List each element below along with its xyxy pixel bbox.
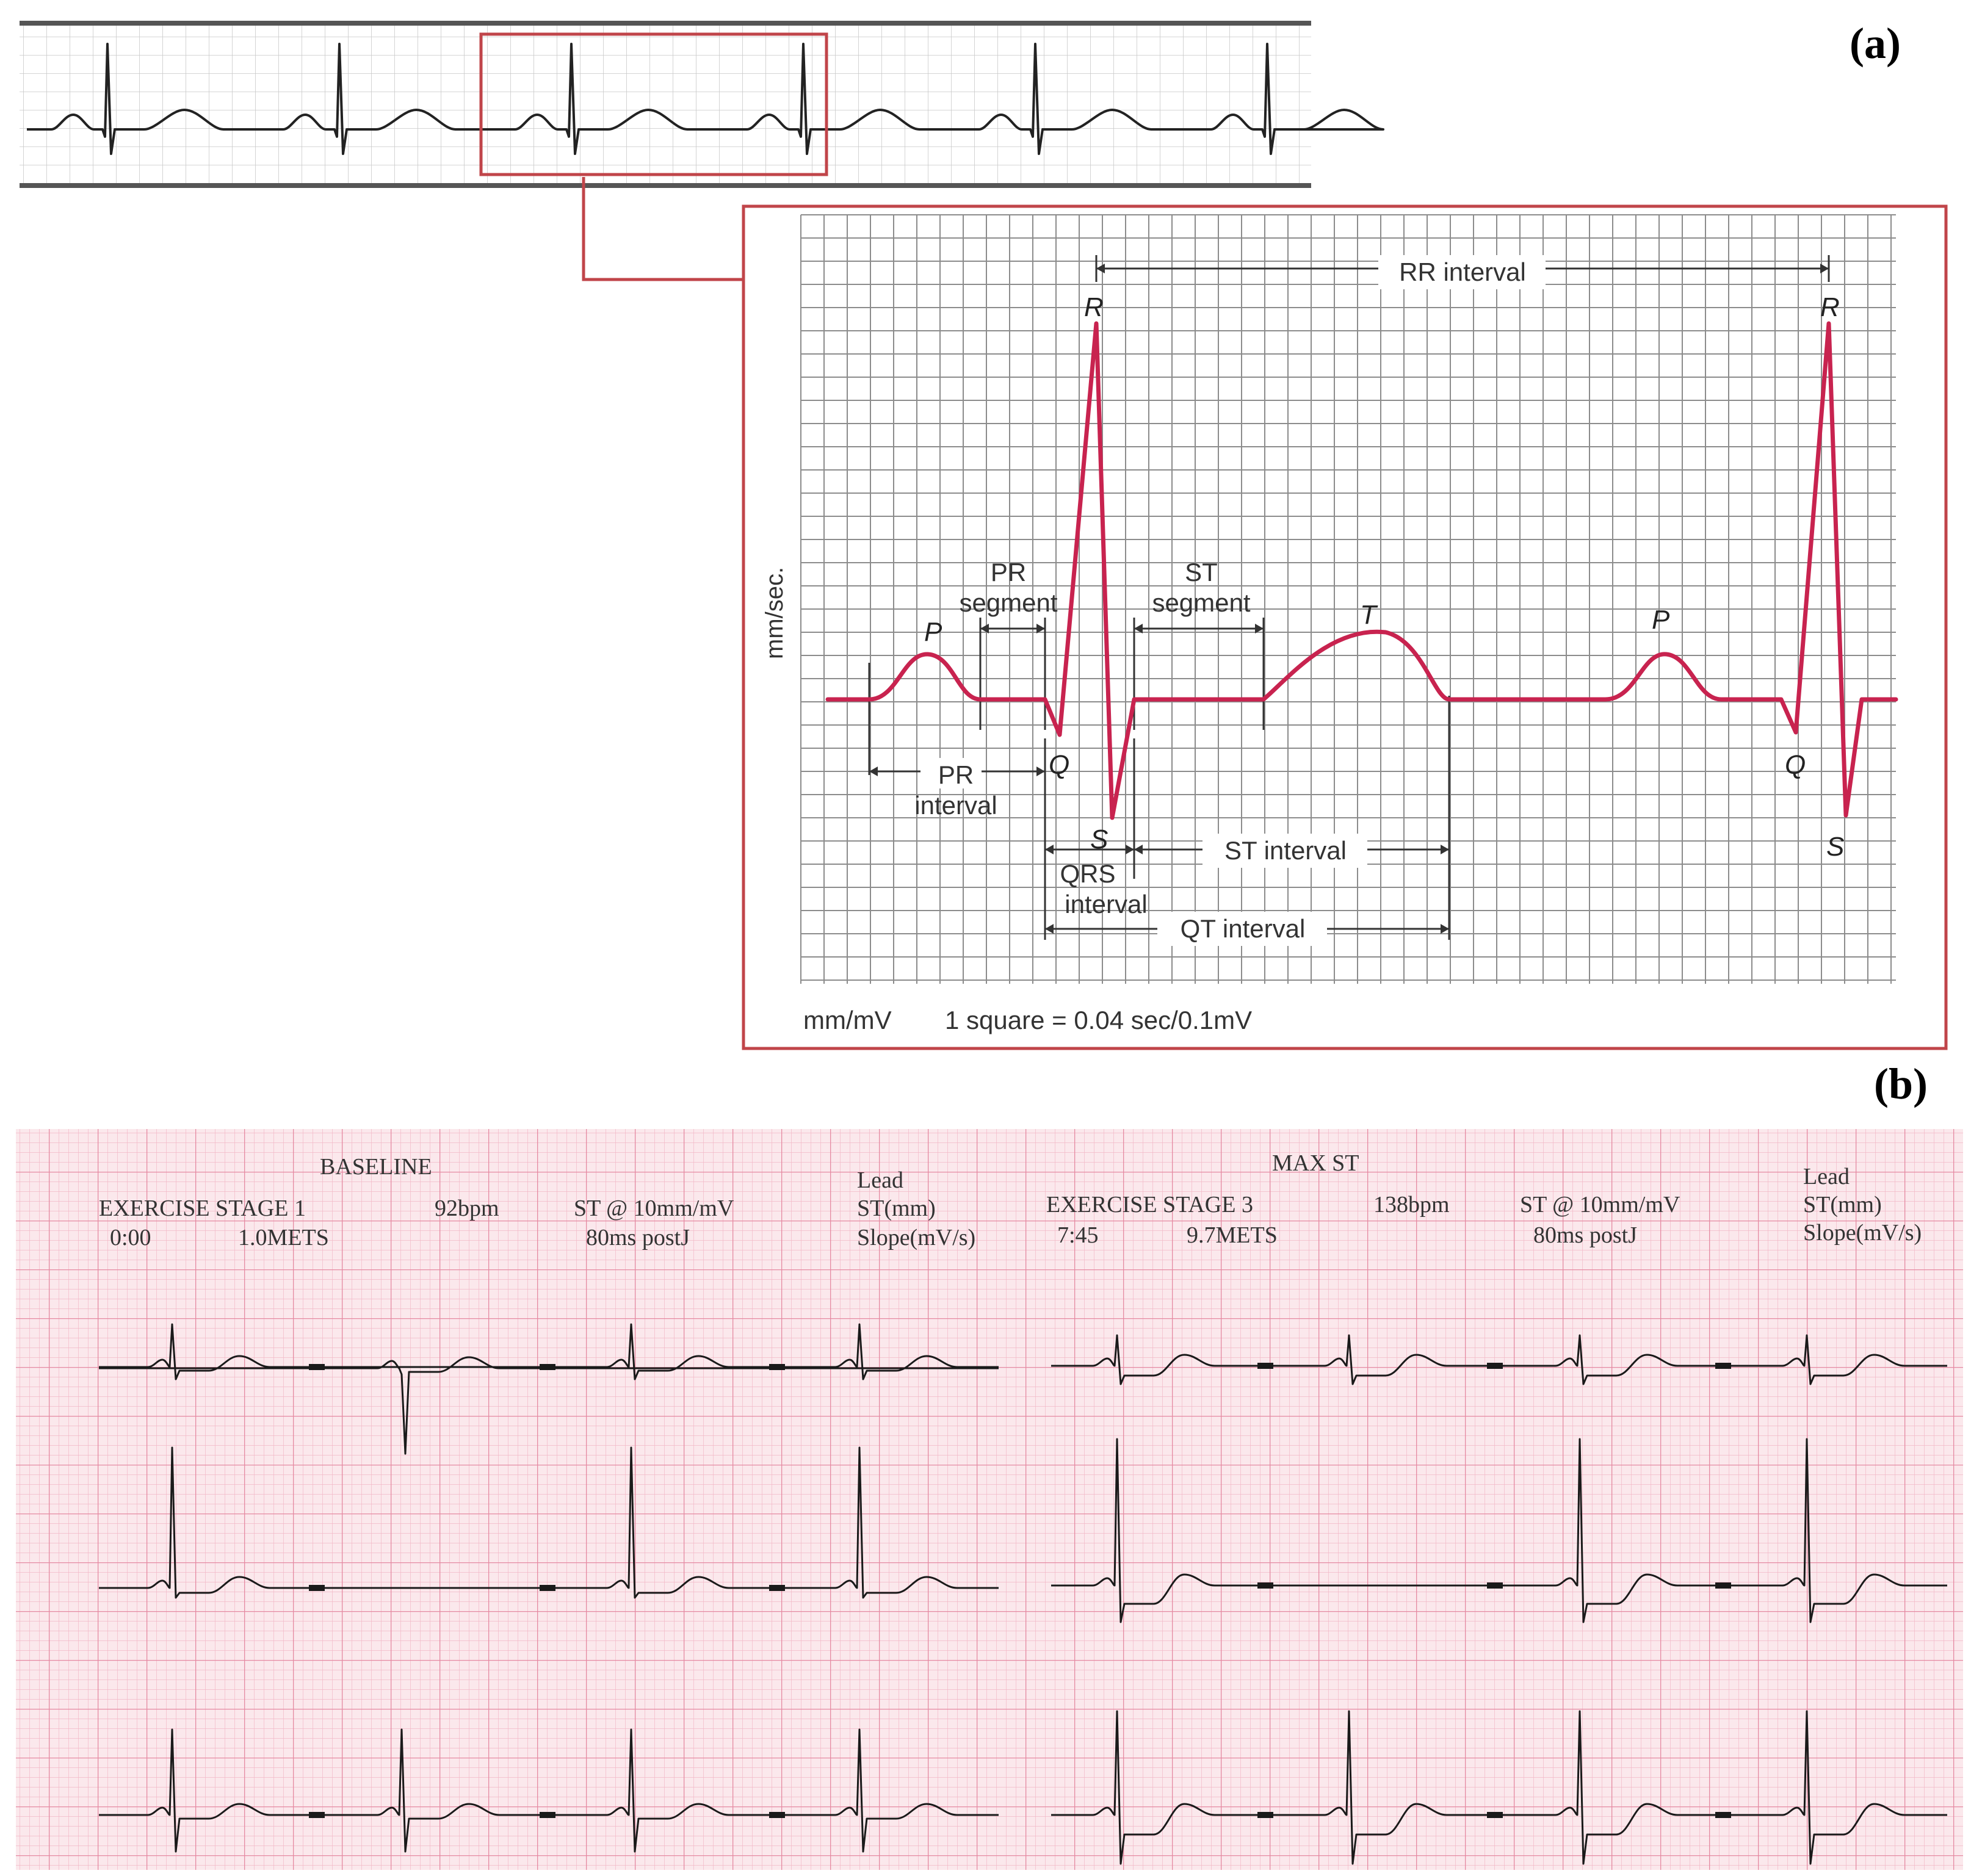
- lead-marker: [540, 1812, 555, 1818]
- zoom-connector: [582, 177, 743, 281]
- zoom-highlight-box: [479, 32, 828, 176]
- wave-label-t: T: [1360, 600, 1378, 630]
- wave-label-p2: P: [1652, 605, 1670, 635]
- lead-marker: [769, 1364, 785, 1370]
- qrs-interval-label-line1: QRS: [1060, 859, 1115, 888]
- baseline-title: BASELINE: [320, 1154, 432, 1180]
- st-segment-label-line1: ST: [1185, 558, 1218, 586]
- arrowhead: [1820, 264, 1829, 273]
- wave-label-r1: R: [1084, 292, 1104, 322]
- pr-interval-label-line2: interval: [914, 791, 997, 820]
- arrowhead: [1045, 924, 1054, 934]
- lead-marker: [1257, 1582, 1273, 1589]
- wave-label-s1: S: [1090, 824, 1108, 854]
- arrowhead: [1441, 924, 1449, 934]
- baseline-time: 0:00: [110, 1225, 151, 1250]
- lead-marker: [540, 1364, 555, 1370]
- waveform-diagram: P Q R S T P Q R S RR interval PR segment…: [742, 204, 1948, 1050]
- lead-marker: [1715, 1363, 1731, 1369]
- baseline-stage: EXERCISE STAGE 1: [99, 1196, 306, 1221]
- maxst-bpm: 138bpm: [1373, 1192, 1450, 1218]
- lead-marker: [1487, 1582, 1503, 1589]
- baseline-lead-2-trace: [99, 1446, 999, 1599]
- lead-marker: [1487, 1363, 1503, 1369]
- rr-interval-label: RR interval: [1399, 258, 1526, 286]
- arrowhead: [1045, 845, 1054, 854]
- footer-units-label: mm/mV: [803, 1006, 892, 1034]
- panel-label-a: (a): [1850, 19, 1901, 68]
- y-axis-label: mm/sec.: [761, 567, 788, 659]
- arrowhead: [1255, 624, 1264, 633]
- qt-interval-label: QT interval: [1181, 914, 1306, 943]
- lead-marker: [309, 1585, 325, 1591]
- maxst-stage: EXERCISE STAGE 3: [1046, 1192, 1253, 1218]
- wave-label-p1: P: [924, 617, 942, 647]
- baseline-st-postj: 80ms postJ: [586, 1225, 690, 1250]
- pr-segment-label-line1: PR: [991, 558, 1026, 586]
- baseline-st-setting: ST @ 10mm/mV: [574, 1196, 734, 1221]
- lead-marker: [309, 1364, 325, 1370]
- maxst-mets: 9.7METS: [1187, 1222, 1278, 1248]
- qrs-interval-label-line2: interval: [1065, 890, 1147, 918]
- rhythm-strip-trace: [27, 43, 1384, 155]
- baseline-lead-heading: Lead: [857, 1167, 903, 1193]
- lead-marker: [1487, 1812, 1503, 1818]
- arrowhead: [980, 624, 989, 633]
- pr-interval-label-line1: PR: [938, 760, 974, 789]
- maxst-lead-heading: Lead: [1803, 1164, 1850, 1189]
- maxst-st-mm-heading: ST(mm): [1803, 1192, 1882, 1218]
- baseline-st-mm-heading: ST(mm): [857, 1196, 936, 1221]
- maxst-time: 7:45: [1057, 1222, 1099, 1248]
- panel-label-b: (b): [1874, 1059, 1928, 1108]
- ecg-printout-traces: [99, 1323, 1947, 1865]
- maxst-st-setting: ST @ 10mm/mV: [1520, 1192, 1680, 1218]
- arrowhead: [1036, 624, 1045, 633]
- strip-ecg-trace: [27, 43, 1384, 155]
- baseline-lead-1-deflection: [99, 1356, 999, 1455]
- st-interval-label: ST interval: [1224, 836, 1347, 865]
- ecg-printout: BASELINE EXERCISE STAGE 1 0:00 1.0METS 9…: [16, 1129, 1963, 1870]
- arrowhead: [1036, 767, 1045, 776]
- baseline-bpm: 92bpm: [435, 1196, 499, 1221]
- footer-scale-label: 1 square = 0.04 sec/0.1mV: [945, 1006, 1252, 1034]
- lead-marker: [1715, 1582, 1731, 1589]
- maxst-title: MAX ST: [1272, 1150, 1359, 1176]
- baseline-lead-1-trace: [99, 1323, 999, 1380]
- arrowhead: [1134, 624, 1143, 633]
- wave-label-q1: Q: [1049, 750, 1069, 780]
- diagram-grid: [800, 214, 1896, 984]
- maxst-st-postj: 80ms postJ: [1533, 1222, 1637, 1248]
- lead-marker: [769, 1585, 785, 1591]
- lead-marker: [1715, 1812, 1731, 1818]
- lead-marker: [1257, 1363, 1273, 1369]
- arrowhead: [1441, 845, 1449, 854]
- lead-marker: [540, 1585, 555, 1591]
- baseline-slope-heading: Slope(mV/s): [857, 1225, 975, 1250]
- rhythm-strip: [20, 21, 1384, 188]
- arrowhead: [869, 767, 878, 776]
- maxst-slope-heading: Slope(mV/s): [1803, 1220, 1922, 1246]
- arrowhead: [1096, 264, 1105, 273]
- st-segment-label-line2: segment: [1152, 588, 1250, 617]
- baseline-mets: 1.0METS: [238, 1225, 329, 1250]
- pr-segment-label-line2: segment: [959, 588, 1057, 617]
- lead-marker: [1257, 1812, 1273, 1818]
- arrowhead: [1126, 845, 1134, 854]
- arrowhead: [1134, 845, 1143, 854]
- maxst-lead-2-trace: [1051, 1438, 1947, 1623]
- wave-label-q2: Q: [1785, 750, 1806, 780]
- ecg-waveform-trace: [825, 321, 1898, 820]
- lead-marker: [309, 1812, 325, 1818]
- wave-label-r2: R: [1820, 292, 1840, 322]
- lead-marker: [769, 1812, 785, 1818]
- wave-label-s2: S: [1826, 832, 1844, 862]
